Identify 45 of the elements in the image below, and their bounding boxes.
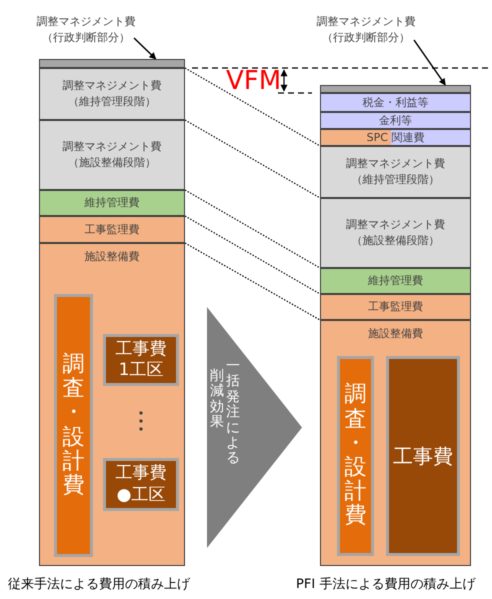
cost-block: 工事費●工区 — [103, 458, 179, 511]
cost-block — [39, 68, 185, 120]
cost-block: 維持管理費 — [39, 190, 185, 216]
arrow-text: 削減効果 — [210, 369, 224, 431]
caption: PFI 手法による費用の積み上げ — [296, 576, 476, 593]
cost-block: 施設整備費 調査・設計費 工事費 — [320, 320, 471, 566]
annotation-text: 調整マネジメント費 — [316, 14, 416, 30]
dotted-connector — [184, 119, 320, 199]
cost-block: 施設整備費 調査・設計費 工事費1工区 工事費●工区 — [39, 243, 185, 566]
block-subheading: （施設整備段階） — [68, 155, 156, 171]
cost-block: 工事費1工区 — [103, 334, 179, 386]
cost-block: 維持管理費 — [320, 268, 471, 294]
block-heading: 調整マネジメント費 — [62, 139, 162, 155]
cost-block — [320, 146, 471, 198]
cost-block: 工事費 — [386, 356, 460, 556]
cost-block: 工事監理費 — [39, 216, 185, 243]
annotation-text: 調整マネジメント費 — [36, 14, 136, 30]
cost-block: 調査・設計費 — [54, 294, 93, 557]
block-subheading: （維持管理段階） — [352, 172, 440, 188]
cost-block: 調査・設計費 — [337, 356, 374, 556]
cost-block — [39, 120, 185, 190]
cost-bar — [320, 85, 471, 93]
dotted-connector — [184, 215, 320, 295]
dotted-connector — [184, 242, 320, 321]
reduction-arrow — [207, 307, 302, 548]
cost-block: 金利等 — [320, 112, 471, 129]
cost-bar — [39, 59, 185, 68]
annotation-text: （行政判断部分） — [322, 30, 410, 46]
cost-block — [320, 198, 471, 268]
cost-block: SPC 関連費 — [320, 129, 471, 146]
block-subheading: （維持管理段階） — [68, 94, 156, 110]
dotted-connector — [184, 67, 320, 147]
leader-arrow — [413, 40, 446, 86]
arrow-text: 一括発注による — [226, 359, 240, 467]
leader-arrow — [133, 37, 156, 60]
cost-block: 工事監理費 — [320, 294, 471, 320]
vfm-label: VFM — [226, 66, 282, 96]
dotted-connector — [184, 189, 320, 269]
annotation-text: （行政判断部分） — [42, 30, 130, 46]
block-heading: 調整マネジメント費 — [62, 78, 162, 94]
block-heading: 調整マネジメント費 — [346, 217, 445, 233]
cost-block: 税金・利益等 — [320, 93, 471, 112]
block-subheading: （施設整備段階） — [352, 233, 440, 249]
block-heading: 調整マネジメント費 — [346, 156, 445, 172]
caption: 従来手法による費用の積み上げ — [8, 576, 190, 593]
